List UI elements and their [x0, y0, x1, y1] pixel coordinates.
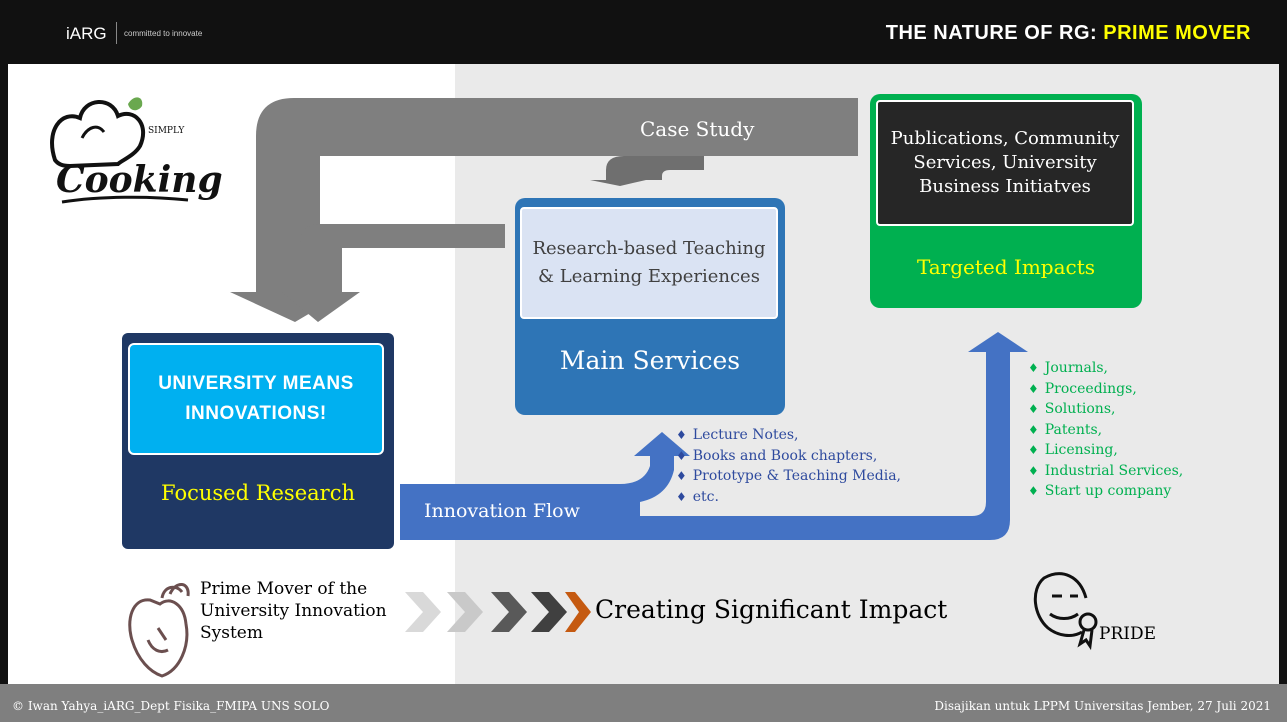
- teaching-learning-text: Research-based Teaching & Learning Exper…: [532, 238, 766, 287]
- list-item: ♦Lecture Notes,: [676, 425, 901, 446]
- top-bar: [0, 0, 1287, 64]
- drop-bullet-icon: ♦: [1028, 422, 1039, 437]
- title-part-1: THE NATURE OF RG:: [885, 22, 1104, 44]
- list-item: ♦Prototype & Teaching Media,: [676, 466, 901, 487]
- list-item: ♦Proceedings,: [1028, 379, 1183, 400]
- list-item: ♦Licensing,: [1028, 440, 1183, 461]
- heart-icon: [128, 583, 190, 678]
- drop-bullet-icon: ♦: [1028, 484, 1039, 498]
- drop-bullet-icon: ♦: [1028, 381, 1039, 396]
- logo-tagline: committed to innovate: [124, 29, 203, 38]
- list-item: ♦Patents,: [1028, 420, 1183, 441]
- prime-mover-text: Prime Mover of the University Innovation…: [200, 579, 387, 643]
- footer-bar: [0, 684, 1287, 722]
- publications-text: Publications, Community Services, Univer…: [890, 128, 1120, 197]
- targeted-impacts-label: Targeted Impacts: [916, 255, 1096, 279]
- publications-callout: Publications, Community Services, Univer…: [876, 100, 1134, 226]
- focused-research-label: Focused Research: [161, 481, 355, 505]
- list-item: ♦Industrial Services,: [1028, 461, 1183, 482]
- feedback-arrow-outer: [230, 98, 858, 322]
- list-item: ♦etc.: [676, 487, 901, 508]
- drop-bullet-icon: ♦: [676, 489, 687, 504]
- drop-bullet-icon: ♦: [1028, 443, 1039, 457]
- pride-label: PRIDE: [1099, 624, 1156, 644]
- cooking-logo-word: Cooking: [56, 159, 223, 201]
- frame-right: [1279, 64, 1287, 684]
- cooking-logo-swash: [61, 195, 189, 204]
- progress-chevrons: [405, 592, 591, 632]
- innovations-text: UNIVERSITY MEANS INNOVATIONS!: [158, 373, 354, 424]
- drop-bullet-icon: ♦: [1028, 361, 1039, 375]
- drop-bullet-icon: ♦: [1028, 402, 1039, 416]
- drop-bullet-icon: ♦: [676, 428, 687, 442]
- case-study-arrow: [590, 156, 704, 186]
- smiley-award-icon: [1033, 572, 1098, 651]
- drop-bullet-icon: ♦: [1028, 463, 1039, 478]
- main-services-label: Main Services: [559, 346, 741, 375]
- innovation-flow-label: Innovation Flow: [424, 500, 580, 522]
- creating-impact-text: Creating Significant Impact: [595, 595, 948, 624]
- impact-outputs-list: ♦Journals, ♦Proceedings, ♦Solutions, ♦Pa…: [1028, 358, 1183, 502]
- footer-credit: © Iwan Yahya_iARG_Dept Fisika_FMIPA UNS …: [12, 699, 330, 713]
- slide-title: THE NATURE OF RG: PRIME MOVER: [886, 22, 1251, 45]
- iarg-logo: iARG: [66, 24, 107, 43]
- innovation-flow-arrow: [400, 332, 1028, 540]
- cooking-logo-simply: SIMPLY: [148, 126, 185, 136]
- list-item: ♦Journals,: [1028, 358, 1183, 379]
- innovations-callout: UNIVERSITY MEANS INNOVATIONS!: [128, 343, 384, 455]
- chef-hat-icon: [50, 97, 146, 169]
- frame-left: [0, 64, 8, 684]
- list-item: ♦Books and Book chapters,: [676, 446, 901, 467]
- drop-bullet-icon: ♦: [676, 469, 687, 483]
- teaching-learning-callout: Research-based Teaching & Learning Exper…: [520, 207, 778, 319]
- services-feedback-arrow: [282, 224, 505, 322]
- title-part-2: PRIME MOVER: [1103, 22, 1251, 44]
- case-study-label: Case Study: [640, 117, 755, 141]
- logo-divider: [116, 22, 117, 44]
- service-outputs-list: ♦Lecture Notes, ♦Books and Book chapters…: [676, 425, 901, 507]
- drop-bullet-icon: ♦: [676, 448, 687, 463]
- list-item: ♦Solutions,: [1028, 399, 1183, 420]
- footer-event: Disajikan untuk LPPM Universitas Jember,…: [934, 699, 1271, 713]
- list-item: ♦Start up company: [1028, 481, 1183, 502]
